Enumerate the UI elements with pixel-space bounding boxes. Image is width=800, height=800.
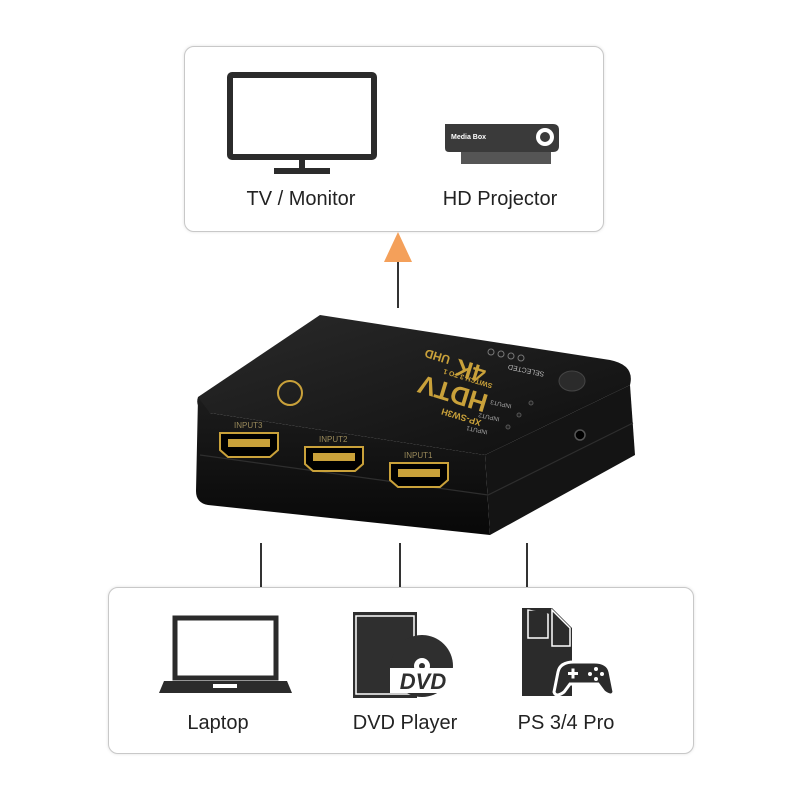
compliance-marks-icon — [487, 348, 525, 362]
console-connector-line — [526, 543, 528, 588]
laptop-label: Laptop — [187, 712, 249, 734]
dvd-player-label: DVD Player — [352, 712, 458, 734]
game-console-icon — [522, 608, 616, 697]
hdmi-port-input1 — [389, 462, 449, 488]
tv-monitor-label: TV / Monitor — [246, 188, 356, 210]
led-input1-icon — [505, 424, 511, 430]
projector-device-text: Media Box — [451, 134, 486, 141]
led-label-input3: INPUT3 — [489, 398, 512, 408]
laptop-connector-line — [260, 543, 262, 588]
tv-monitor-icon — [227, 72, 377, 174]
led-input3-icon — [528, 400, 534, 406]
projector-icon: Media Box — [445, 124, 559, 164]
port-label-input3: INPUT3 — [234, 421, 263, 430]
output-arrow-icon — [384, 232, 412, 308]
port-label-input2: INPUT2 — [319, 435, 348, 444]
hdmi-switch-device: INPUT3 INPUT2 INPUT1 4K UHD HDTV SWITCH … — [196, 315, 635, 535]
dvd-player-icon: DVD — [353, 612, 456, 698]
led-input2-icon — [516, 412, 522, 418]
port-label-input1: INPUT1 — [404, 451, 433, 460]
hdmi-port-input2 — [304, 446, 364, 472]
dvd-connector-line — [399, 543, 401, 588]
hdmi-port-input3 — [219, 432, 279, 458]
dvd-badge-text: DVD — [400, 669, 447, 694]
led-label-input2: INPUT2 — [477, 411, 500, 421]
hd-projector-label: HD Projector — [442, 188, 558, 210]
game-console-label: PS 3/4 Pro — [517, 712, 615, 734]
selected-button[interactable] — [558, 370, 586, 392]
laptop-icon — [159, 615, 292, 693]
led-label-input1: INPUT1 — [465, 424, 488, 434]
power-jack-icon — [574, 429, 586, 441]
brand-logo-icon — [277, 380, 303, 406]
